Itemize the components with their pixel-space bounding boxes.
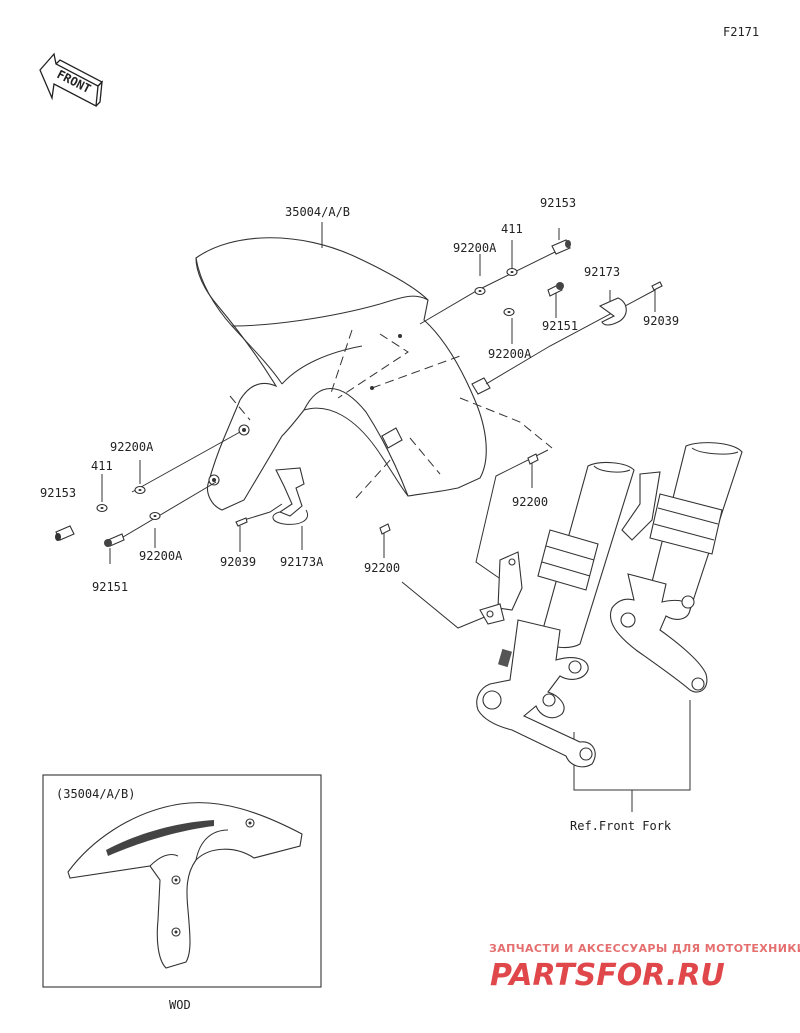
label-bolt-left: 92153 xyxy=(40,486,76,500)
label-nut-center: 92200 xyxy=(364,561,400,575)
inset-caption: WOD xyxy=(169,998,191,1012)
label-screw-right: 92151 xyxy=(542,319,578,333)
inset-variant-box: (35004/A/B) WOD xyxy=(42,774,322,1012)
watermark-logo: PARTSFOR.RU xyxy=(490,958,725,993)
front-fork-right xyxy=(610,442,743,693)
label-washer-right-lower: 92200A xyxy=(488,347,532,361)
label-washer-left-upper: 92200A xyxy=(110,440,154,454)
label-bolt-right: 92153 xyxy=(540,196,576,210)
label-fork-ref: Ref.Front Fork xyxy=(570,819,672,833)
watermark: ЗАПЧАСТИ И АКСЕССУАРЫ ДЛЯ МОТОТЕХНИКИ PA… xyxy=(489,942,800,993)
front-fork-left xyxy=(476,461,635,768)
assembly-lines xyxy=(65,222,691,812)
assembly-dashed-lines xyxy=(229,329,553,499)
front-fender xyxy=(195,237,491,511)
label-washer-right-upper: 92200A xyxy=(453,241,497,255)
figure-id: F2171 xyxy=(723,25,759,39)
label-clamp-right: 92173 xyxy=(584,265,620,279)
label-screw-left: 92151 xyxy=(92,580,128,594)
label-pin-right: 92039 xyxy=(643,314,679,328)
part-labels: 35004/A/B 92153 411 92200A 92173 92151 9… xyxy=(40,196,679,833)
label-clamp-left: 92173A xyxy=(280,555,324,569)
label-collar-left: 411 xyxy=(91,459,113,473)
inset-title: (35004/A/B) xyxy=(56,787,135,801)
watermark-tagline: ЗАПЧАСТИ И АКСЕССУАРЫ ДЛЯ МОТОТЕХНИКИ xyxy=(489,942,800,955)
label-nut-right: 92200 xyxy=(512,495,548,509)
front-arrow-icon: FRONT xyxy=(39,52,104,108)
label-collar-right: 411 xyxy=(501,222,523,236)
label-washer-left-lower: 92200A xyxy=(139,549,183,563)
left-hardware xyxy=(55,467,391,547)
right-hardware xyxy=(474,239,663,465)
label-fender: 35004/A/B xyxy=(285,205,350,219)
label-pin-left: 92039 xyxy=(220,555,256,569)
